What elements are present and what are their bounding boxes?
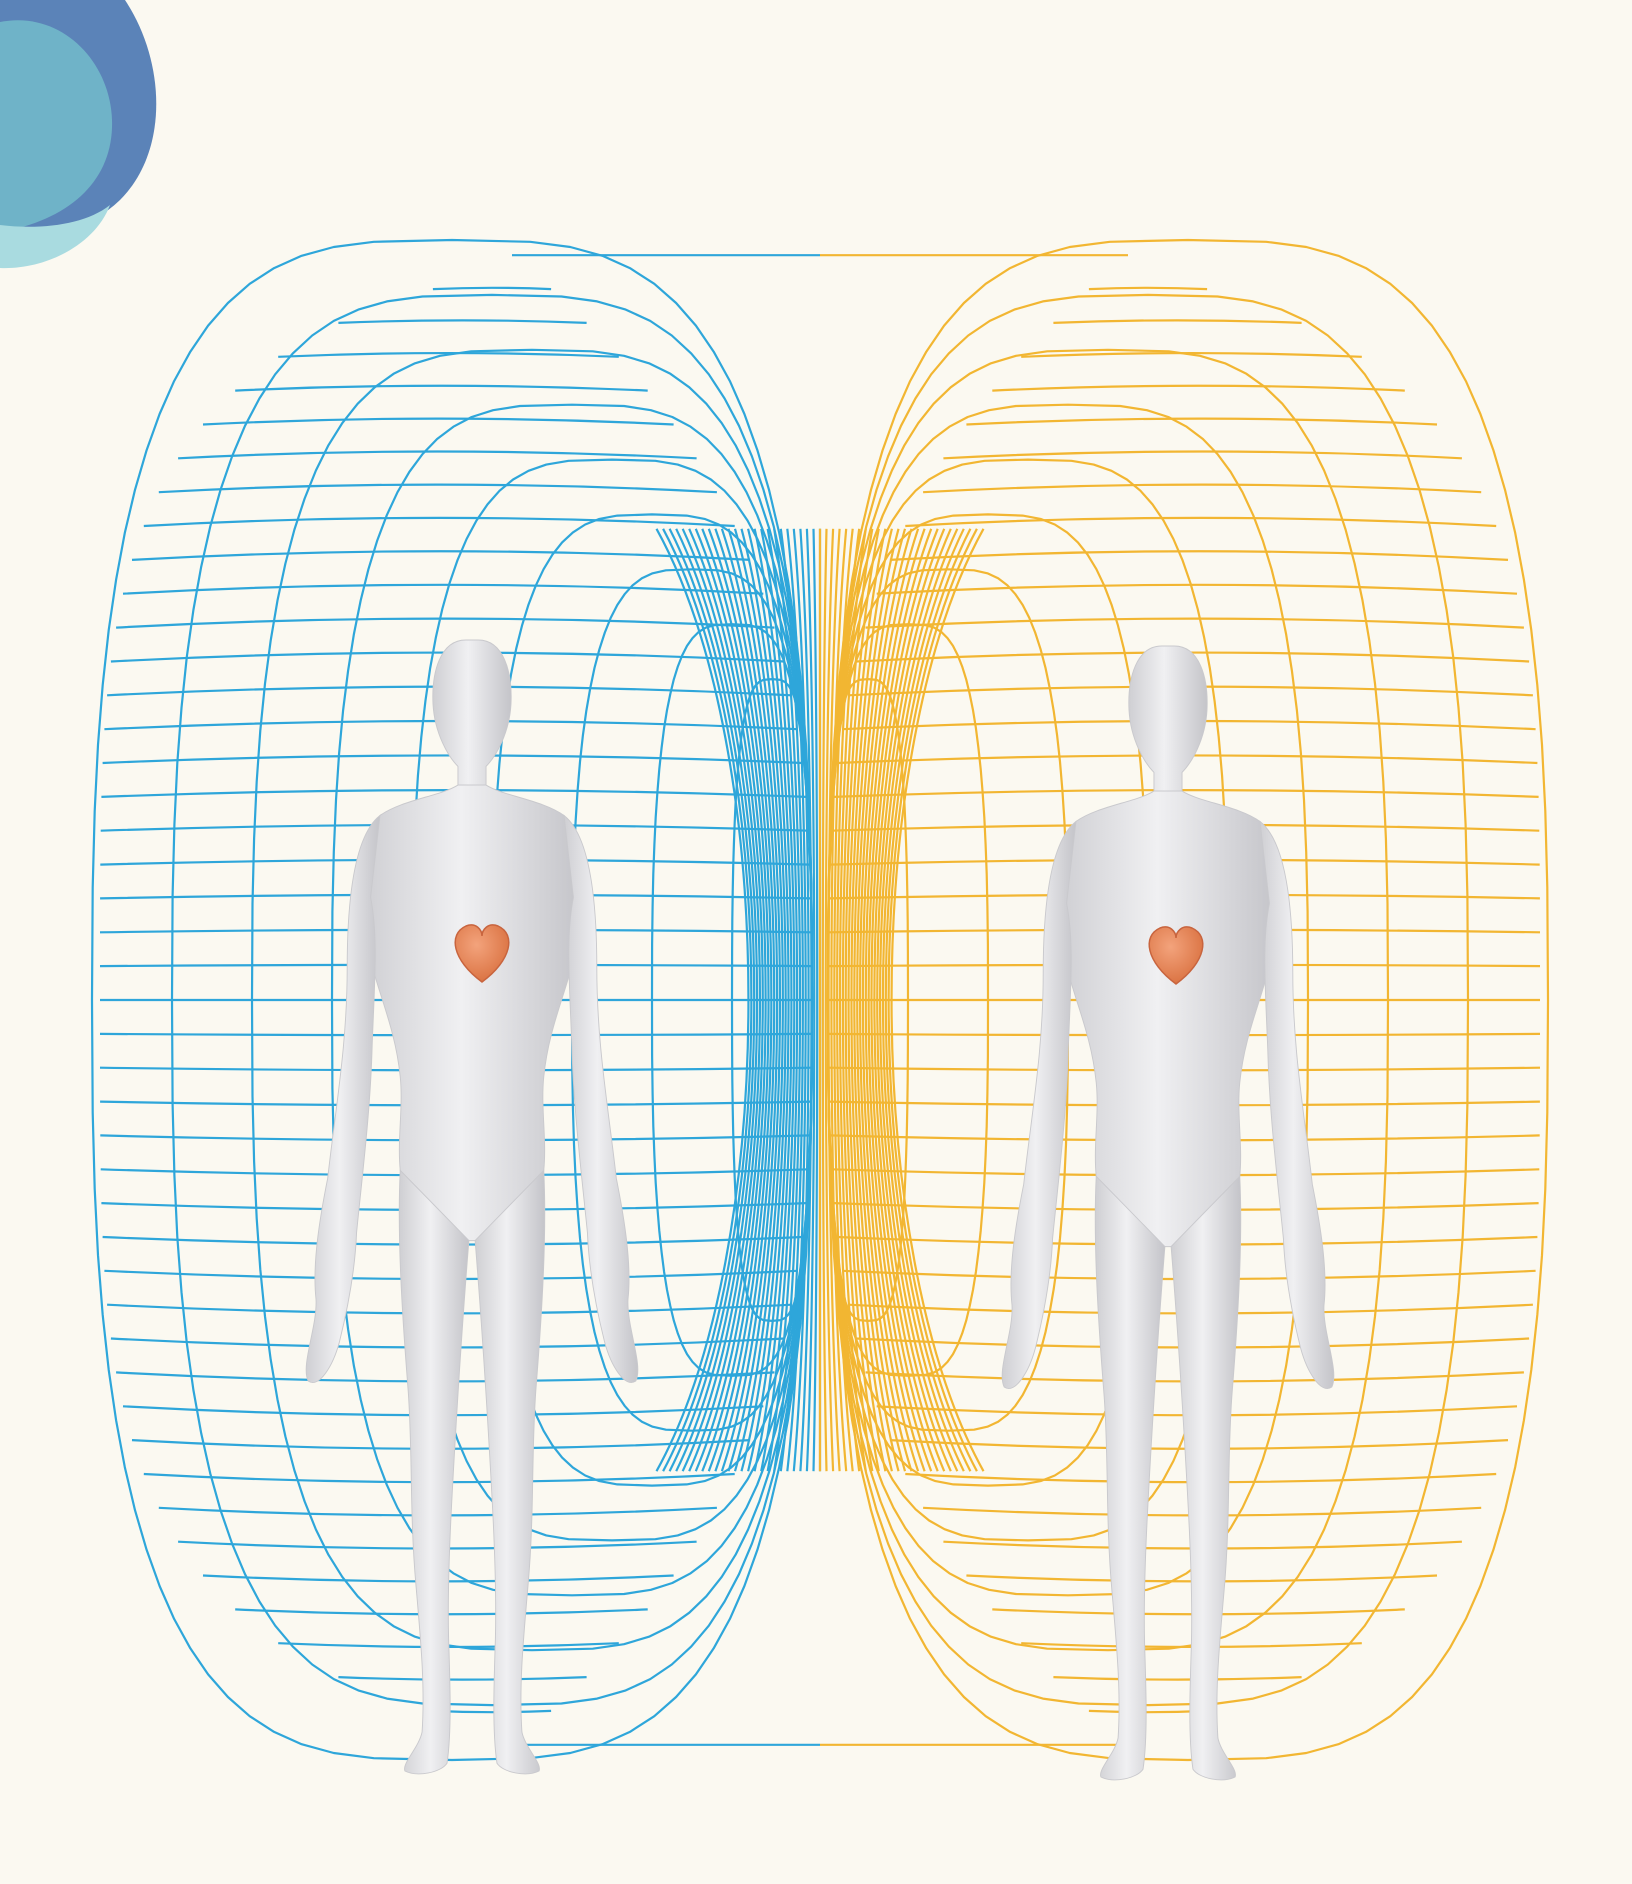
decorative-blob xyxy=(0,0,156,268)
human-figure-right xyxy=(1002,646,1334,1780)
human-figure-left xyxy=(306,640,638,1774)
